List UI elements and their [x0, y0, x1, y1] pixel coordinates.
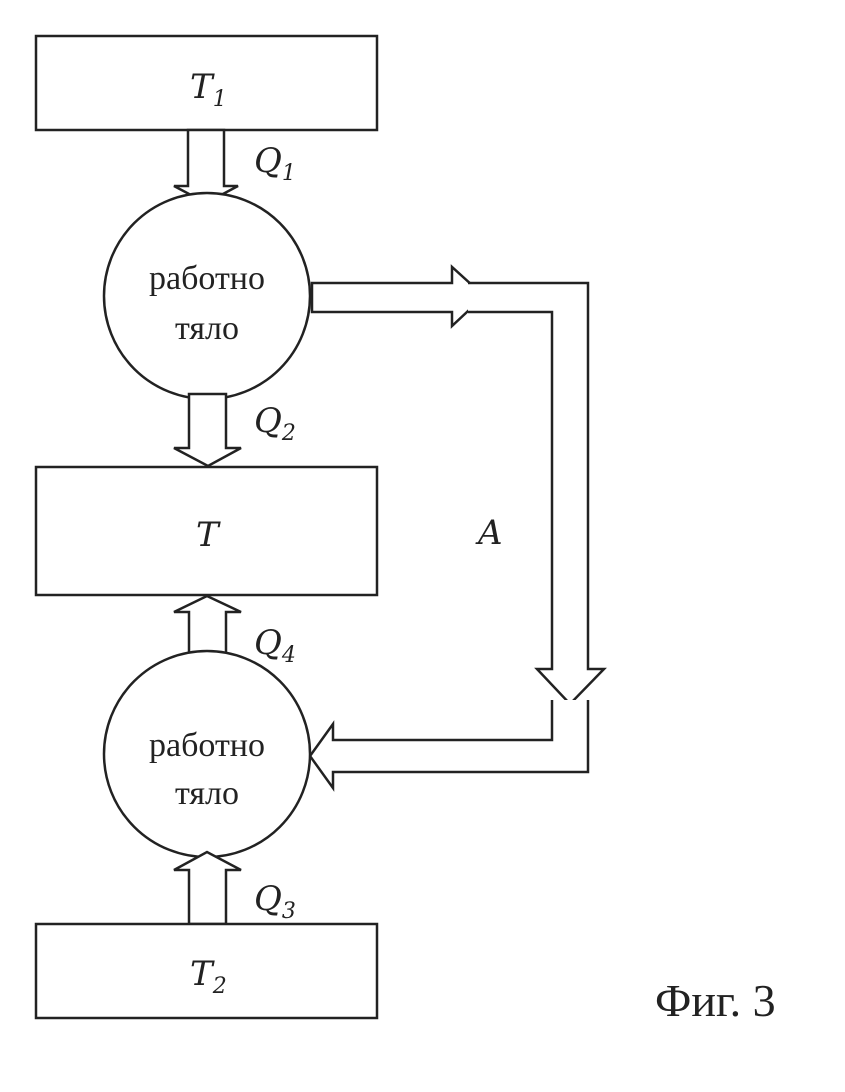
q3-symbol: Q — [254, 879, 282, 919]
arrow-q3: Q3 — [173, 850, 296, 926]
arrow-q4: Q4 — [173, 594, 296, 668]
svg-text:Q3: Q3 — [254, 879, 296, 924]
svg-text:Q1: Q1 — [254, 141, 296, 186]
svg-text:T: T — [196, 515, 221, 555]
upper-body-line1: работно — [149, 260, 265, 297]
q4-symbol: Q — [254, 623, 282, 663]
svg-text:T1: T1 — [190, 67, 227, 112]
working-body-upper: работно тяло — [102, 191, 312, 401]
reservoir-cold-symbol: T — [190, 954, 215, 994]
svg-text:Q4: Q4 — [254, 623, 296, 668]
reservoir-hot: T1 — [34, 34, 379, 132]
arrow-work: A — [308, 264, 607, 792]
svg-text:T2: T2 — [190, 954, 227, 999]
q3-subscript: 3 — [282, 899, 296, 924]
reservoir-cold-subscript: 2 — [212, 974, 227, 999]
reservoir-middle: T — [34, 465, 379, 597]
q2-symbol: Q — [254, 401, 282, 441]
upper-body-line2: тяло — [175, 310, 239, 347]
reservoir-cold: T2 — [34, 922, 379, 1020]
reservoir-middle-symbol: T — [196, 515, 221, 555]
svg-text:Q2: Q2 — [254, 401, 296, 446]
q1-symbol: Q — [254, 141, 282, 181]
figure-caption: Фиг. 3 — [655, 975, 776, 1026]
lower-body-line1: работно — [149, 727, 265, 764]
reservoir-hot-symbol: T — [190, 67, 215, 107]
q4-subscript: 4 — [281, 643, 296, 668]
reservoir-hot-subscript: 1 — [213, 87, 227, 112]
q1-subscript: 1 — [282, 161, 296, 186]
lower-body-line2: тяло — [175, 775, 239, 812]
working-body-lower: работно тяло — [102, 649, 312, 859]
arrow-q1: Q1 — [173, 128, 296, 205]
work-symbol: A — [475, 513, 503, 553]
arrow-q2: Q2 — [173, 392, 296, 468]
q2-subscript: 2 — [281, 421, 296, 446]
